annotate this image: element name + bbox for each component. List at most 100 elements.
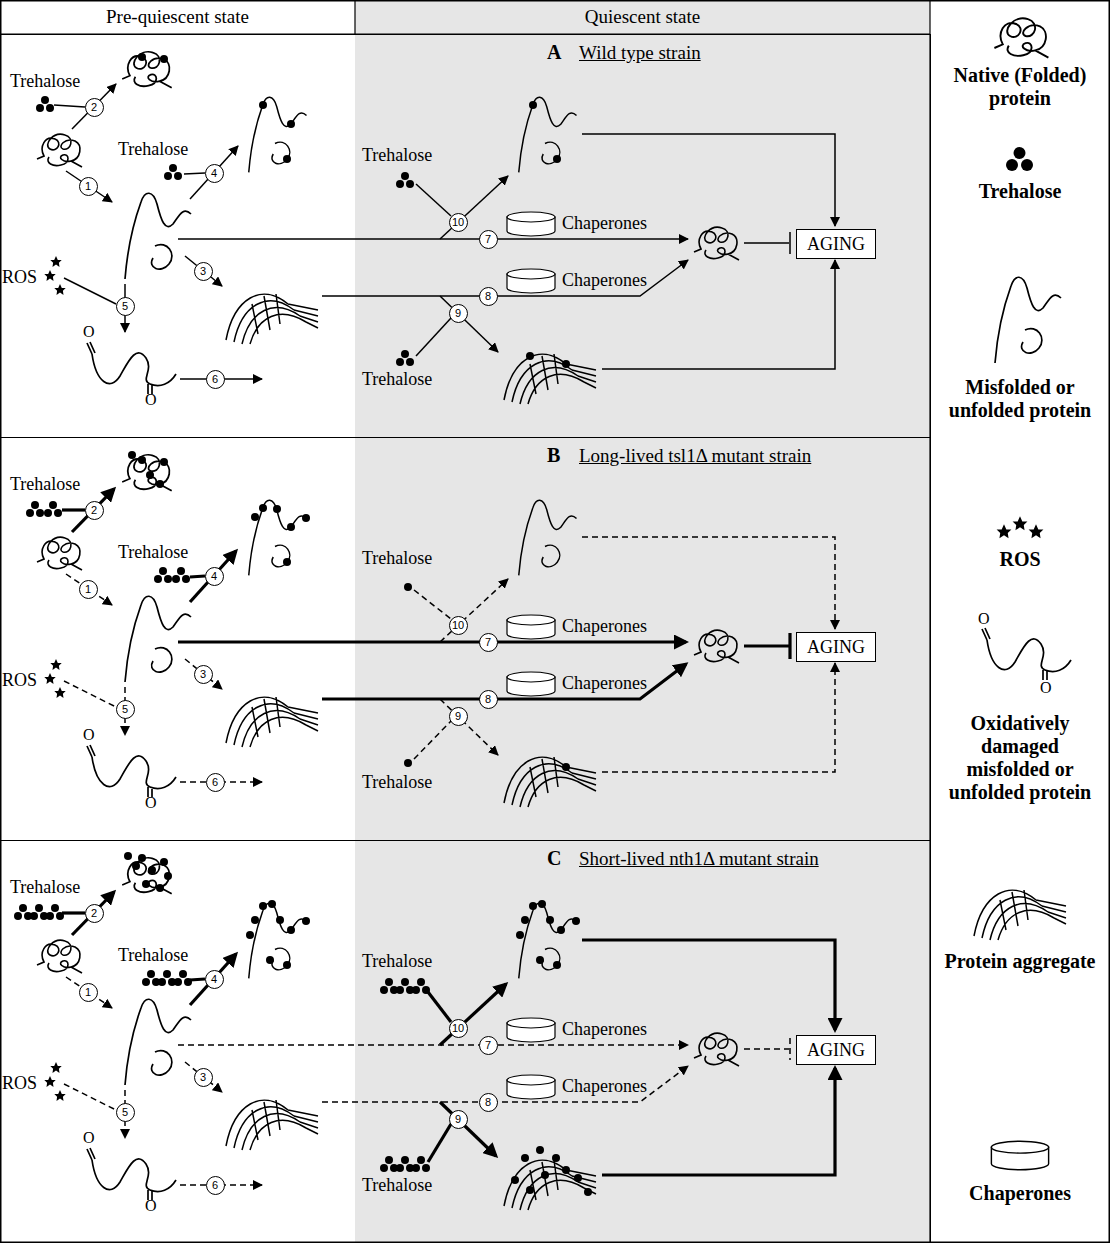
callout-number: 10 bbox=[449, 1019, 468, 1038]
short-lived-pathways bbox=[30, 904, 48, 920]
short-lived-pathways bbox=[164, 872, 172, 880]
short-lived-pathways bbox=[142, 970, 160, 986]
wild-type-pathways bbox=[72, 84, 116, 129]
legend-text: Trehalose bbox=[940, 180, 1100, 203]
oxygen-label: O bbox=[978, 611, 990, 627]
short-lived-pathways bbox=[428, 992, 451, 1022]
short-lived-pathways bbox=[412, 978, 430, 994]
long-lived-pathways bbox=[404, 583, 412, 591]
callout-number: 3 bbox=[194, 262, 213, 281]
callout-number: 6 bbox=[206, 370, 225, 389]
wild-type-pathways bbox=[526, 352, 534, 360]
long-lived-pathways bbox=[519, 500, 577, 575]
ros-label: ROS bbox=[2, 268, 37, 286]
legend-icons bbox=[982, 628, 1071, 680]
callout-number: 2 bbox=[85, 904, 104, 923]
trehalose-label: Trehalose bbox=[118, 946, 188, 964]
short-lived-pathways bbox=[14, 904, 32, 920]
callout-number: 10 bbox=[449, 616, 468, 635]
legend-icons bbox=[974, 890, 1066, 940]
oxygen-label: O bbox=[1040, 680, 1052, 696]
short-lived-pathways bbox=[44, 1076, 55, 1087]
callout-number: 5 bbox=[116, 297, 135, 316]
callout-number: 8 bbox=[479, 690, 498, 709]
short-lived-pathways bbox=[62, 911, 85, 914]
long-lived-pathways bbox=[226, 697, 318, 747]
long-lived-pathways bbox=[504, 757, 596, 807]
chaperone-label: Chaperones bbox=[562, 270, 647, 291]
callout-number: 1 bbox=[79, 177, 98, 196]
strain-panel: BLong-lived tsl1Δ mutant strainChaperone… bbox=[0, 437, 931, 841]
trehalose-label: Trehalose bbox=[118, 140, 188, 158]
wild-type-pathways bbox=[529, 101, 537, 109]
legend-icons bbox=[994, 18, 1048, 57]
oxygen-label: O bbox=[83, 727, 95, 743]
long-lived-pathways bbox=[190, 576, 205, 577]
cylinder-outline bbox=[506, 614, 556, 640]
short-lived-pathways bbox=[504, 1160, 596, 1210]
legend-icons bbox=[1006, 147, 1033, 171]
wild-type-pathways bbox=[416, 184, 451, 216]
cylinder-outline bbox=[506, 268, 556, 294]
short-lived-pathways bbox=[582, 940, 835, 1030]
long-lived-pathways bbox=[154, 567, 172, 583]
short-lived-pathways bbox=[529, 902, 537, 910]
long-lived-pathways bbox=[44, 673, 55, 684]
long-lived-pathways bbox=[64, 681, 116, 707]
short-lived-pathways bbox=[266, 956, 274, 964]
long-lived-pathways bbox=[283, 558, 291, 566]
short-lived-pathways bbox=[283, 961, 291, 969]
long-lived-pathways bbox=[178, 640, 686, 643]
callout-number: 4 bbox=[205, 970, 224, 989]
short-lived-pathways bbox=[64, 1084, 116, 1110]
trehalose-label: Trehalose bbox=[10, 878, 80, 896]
short-lived-pathways bbox=[37, 940, 82, 973]
trehalose-label: Trehalose bbox=[362, 773, 432, 791]
callout-number: 7 bbox=[479, 633, 498, 652]
wild-type-pathways bbox=[125, 193, 191, 279]
trehalose-label: Trehalose bbox=[118, 543, 188, 561]
trehalose-label: Trehalose bbox=[362, 952, 432, 970]
legend-text: Chaperones bbox=[940, 1182, 1100, 1205]
long-lived-pathways bbox=[72, 489, 114, 532]
strain-panel: AWild type strainChaperonesChaperonesAGI… bbox=[0, 34, 931, 438]
chaperone-label: Chaperones bbox=[562, 213, 647, 234]
long-lived-pathways bbox=[273, 505, 281, 513]
long-lived-pathways bbox=[259, 504, 267, 512]
short-lived-pathways bbox=[249, 903, 307, 978]
short-lived-pathways bbox=[287, 926, 295, 934]
oxygen-label: O bbox=[145, 392, 157, 408]
short-lived-pathways bbox=[572, 917, 580, 925]
panel-letter: C bbox=[547, 847, 561, 870]
long-lived-pathways bbox=[146, 471, 154, 479]
long-lived-pathways bbox=[26, 451, 835, 807]
trehalose-label: Trehalose bbox=[362, 146, 432, 164]
column-header: Pre-quiescent state bbox=[0, 7, 355, 26]
short-lived-pathways bbox=[541, 1171, 549, 1179]
strain-panel: CShort-lived nth1Δ mutant strainChaperon… bbox=[0, 840, 931, 1243]
long-lived-pathways bbox=[414, 721, 451, 759]
aging-box: AGING bbox=[796, 632, 876, 662]
short-lived-pathways bbox=[87, 1148, 176, 1200]
aging-label: AGING bbox=[807, 234, 865, 255]
wild-type-pathways bbox=[259, 101, 267, 109]
short-lived-pathways bbox=[322, 1066, 688, 1102]
long-lived-pathways bbox=[50, 659, 61, 670]
short-lived-pathways bbox=[190, 979, 205, 980]
legend-text: Native (Folded) protein bbox=[940, 64, 1100, 110]
callout-number: 6 bbox=[206, 773, 225, 792]
long-lived-pathways bbox=[190, 551, 236, 602]
cylinder-outline bbox=[507, 1075, 555, 1099]
wild-type-pathways bbox=[36, 52, 835, 404]
wild-type-pathways bbox=[694, 227, 739, 260]
long-lived-pathways bbox=[582, 537, 835, 629]
long-lived-pathways bbox=[156, 480, 164, 488]
chaperone-cylinder: Chaperones bbox=[506, 614, 656, 640]
wild-type-pathways bbox=[287, 120, 295, 128]
chaperone-label: Chaperones bbox=[562, 1076, 647, 1097]
cylinder-outline bbox=[507, 269, 555, 293]
short-lived-pathways bbox=[744, 1038, 790, 1060]
